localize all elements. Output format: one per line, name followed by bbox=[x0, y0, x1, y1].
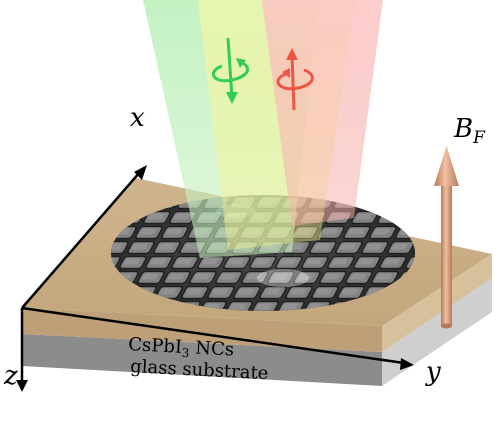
nc-layer-label: CsPbI3 NCs bbox=[128, 334, 235, 363]
field-label: BF bbox=[453, 114, 486, 148]
nc-layer-label-main: CsPbI bbox=[128, 334, 183, 358]
field-label-subscript: F bbox=[472, 128, 486, 148]
green-polarization-arrow-icon bbox=[211, 37, 249, 104]
axis-y-label: y bbox=[425, 357, 441, 387]
field-arrow-icon bbox=[434, 146, 459, 329]
glass-side-face bbox=[382, 278, 492, 386]
light-beams bbox=[143, 0, 383, 258]
axis-z-label: z bbox=[3, 361, 18, 391]
axis-x-label: x bbox=[130, 103, 145, 133]
nc-layer-front-face bbox=[22, 308, 382, 352]
coordinate-axes bbox=[16, 165, 414, 392]
nc-layer-side-face bbox=[382, 254, 492, 352]
nc-layer-label-rest: NCs bbox=[189, 337, 235, 360]
field-label-main: B bbox=[453, 114, 473, 144]
red-polarization-arrow-icon bbox=[276, 48, 314, 111]
nc-layer-label-subscript: 3 bbox=[181, 346, 189, 360]
glass-front-face bbox=[22, 334, 382, 386]
